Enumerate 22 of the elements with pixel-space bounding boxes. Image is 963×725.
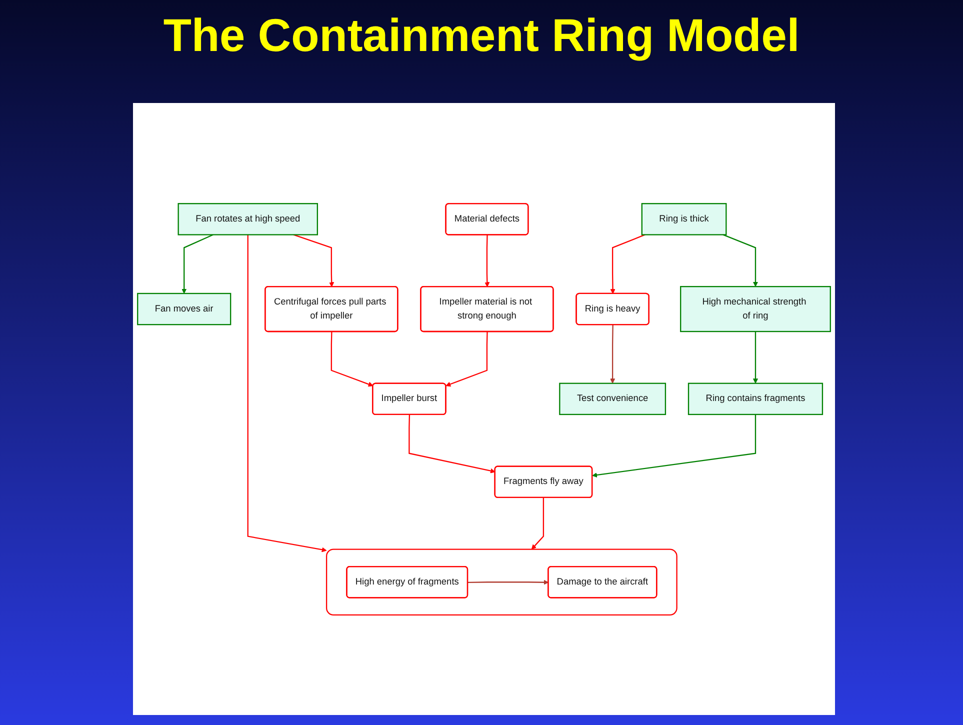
- title: The Containment Ring Model: [162, 8, 801, 62]
- arrow: [293, 234, 334, 287]
- arrow: [722, 234, 758, 287]
- arrow: [610, 324, 616, 384]
- node-box: High mechanical strength of ring: [680, 286, 831, 332]
- arrow: [592, 414, 756, 478]
- arrow: [182, 234, 214, 294]
- node-box: Ring contains fragments: [688, 382, 824, 415]
- node-box: Fan moves air: [137, 292, 232, 325]
- arrow: [484, 234, 490, 287]
- arrow: [330, 332, 374, 386]
- node-box: Fan rotates at high speed: [178, 202, 318, 236]
- arrow: [531, 497, 544, 550]
- cluster: [326, 548, 678, 616]
- arrow: [752, 331, 758, 384]
- node-box: Test convenience: [559, 382, 666, 415]
- arrow: [468, 580, 549, 585]
- arrow: [610, 234, 646, 294]
- node-box: Ring is thick: [641, 202, 727, 236]
- arrow: [446, 332, 488, 386]
- arrow: [408, 414, 496, 474]
- arrow: [247, 234, 327, 552]
